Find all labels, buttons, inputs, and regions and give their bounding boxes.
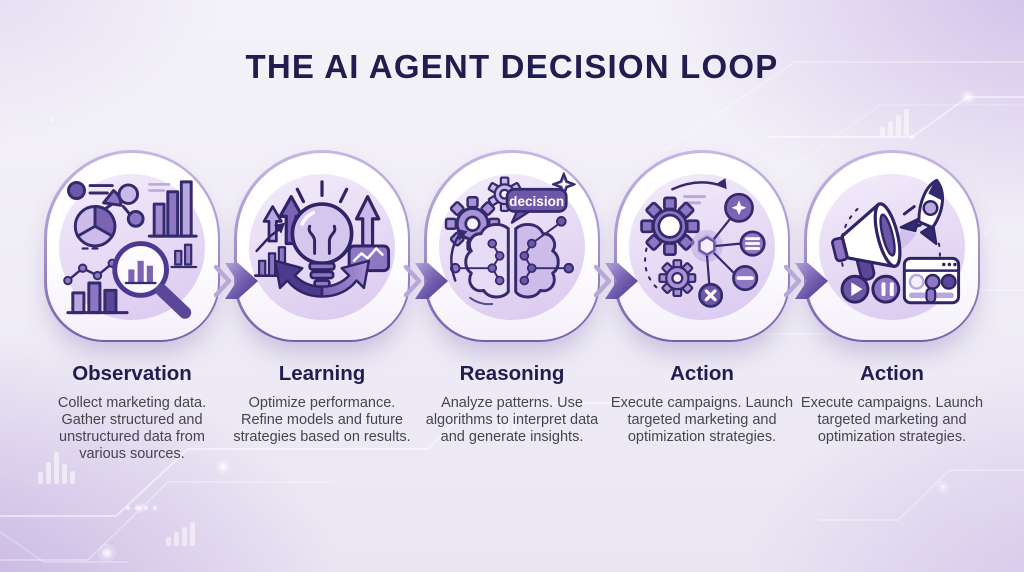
gear-network-icon (640, 178, 766, 308)
stage-description-learning: Optimize performance. Refine models and … (233, 395, 411, 445)
list-node (739, 230, 766, 257)
stage-learning: Learning Optimize performance. Refine mo… (227, 150, 417, 463)
stage-title-observation: Observation (72, 362, 192, 385)
pause-button (871, 274, 901, 304)
sparkle-node (724, 192, 754, 223)
stage-description-observation: Collect marketing data. Gather structure… (57, 395, 207, 462)
chevron-right-icon (593, 263, 638, 299)
chevron-right-icon (783, 263, 828, 299)
flow-arrow-2 (403, 261, 449, 301)
play-button (840, 274, 870, 304)
stage-title-learning: Learning (278, 362, 366, 385)
rocket (899, 178, 944, 246)
gear-large (640, 196, 700, 256)
stages-row: Observation Collect marketing data. Gath… (37, 150, 987, 463)
stage-action-execute: Action Execute campaigns. Launch targete… (607, 150, 797, 463)
stage-observation: Observation Collect marketing data. Gath… (37, 150, 227, 463)
analytics-magnifier-icon (63, 180, 198, 319)
stage-card-action-2 (804, 150, 980, 342)
stage-title-action-1: Action (670, 362, 734, 385)
stage-action-launch: Action Execute campaigns. Launch targete… (797, 150, 987, 463)
x-node (698, 282, 724, 308)
chevron-right-icon (403, 263, 448, 299)
minus-node (732, 264, 759, 292)
gear-small (658, 259, 697, 298)
stage-card-learning (234, 150, 410, 342)
stage-reasoning: decision Reasoning Analyze patterns. Use… (417, 150, 607, 463)
stage-description-reasoning: Analyze patterns. Use algorithms to inte… (425, 395, 599, 445)
stage-card-reasoning: decision (424, 150, 600, 342)
brain-gears-icon: decision (444, 172, 576, 306)
stage-description-action-2: Execute campaigns. Launch targeted marke… (800, 395, 984, 445)
decision-speech-bubble (505, 187, 568, 224)
stage-card-observation (44, 150, 220, 342)
page-title: THE AI AGENT DECISION LOOP (245, 48, 779, 85)
stage-card-action-1 (614, 150, 790, 342)
flow-arrow-4 (783, 261, 829, 301)
stage-title-action-2: Action (860, 362, 924, 385)
lightbulb-improvement-icon (254, 180, 391, 298)
flow-arrow-1 (213, 261, 259, 301)
flow-arrow-3 (593, 261, 639, 301)
browser-window (902, 256, 961, 305)
stage-description-action-1: Execute campaigns. Launch targeted marke… (610, 395, 794, 445)
stage-title-reasoning: Reasoning (459, 362, 565, 385)
chevron-right-icon (213, 263, 258, 299)
megaphone (831, 202, 902, 281)
decision-badge-label: decision (509, 194, 564, 209)
megaphone-rocket-icon (831, 178, 961, 305)
